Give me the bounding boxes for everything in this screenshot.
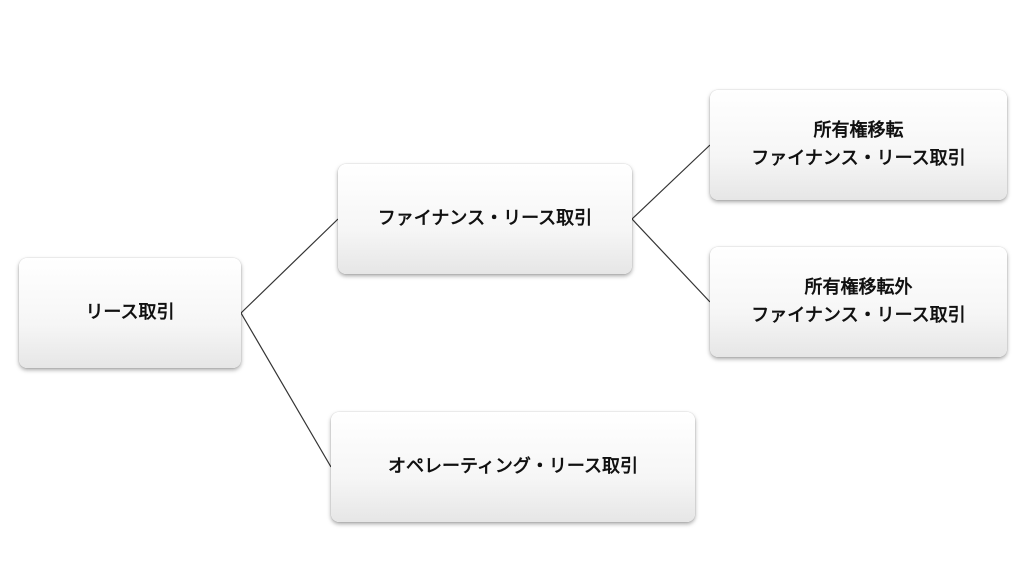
- connector-finance-to-nontransfer: [631, 218, 711, 303]
- node-finance-lease: ファイナンス・リース取引: [338, 164, 632, 274]
- node-label: ファイナンス・リース取引: [377, 208, 593, 230]
- node-label-line2: ファイナンス・リース取引: [751, 305, 966, 326]
- node-label: オペレーティング・リース取引: [387, 456, 639, 478]
- connector-finance-to-transfer: [631, 144, 711, 220]
- node-non-ownership-transfer-finance-lease: 所有権移転外 ファイナンス・リース取引: [710, 247, 1007, 357]
- connector-root-to-operating: [240, 312, 332, 468]
- node-label: リース取引: [85, 302, 175, 324]
- connector-root-to-finance: [240, 218, 339, 314]
- node-ownership-transfer-finance-lease: 所有権移転 ファイナンス・リース取引: [710, 90, 1007, 200]
- node-label-line2: ファイナンス・リース取引: [751, 148, 966, 169]
- node-lease-transaction: リース取引: [19, 258, 241, 368]
- node-label-line1: 所有権移転: [813, 120, 904, 142]
- node-operating-lease: オペレーティング・リース取引: [331, 412, 695, 522]
- node-label-line1: 所有権移転外: [804, 277, 913, 299]
